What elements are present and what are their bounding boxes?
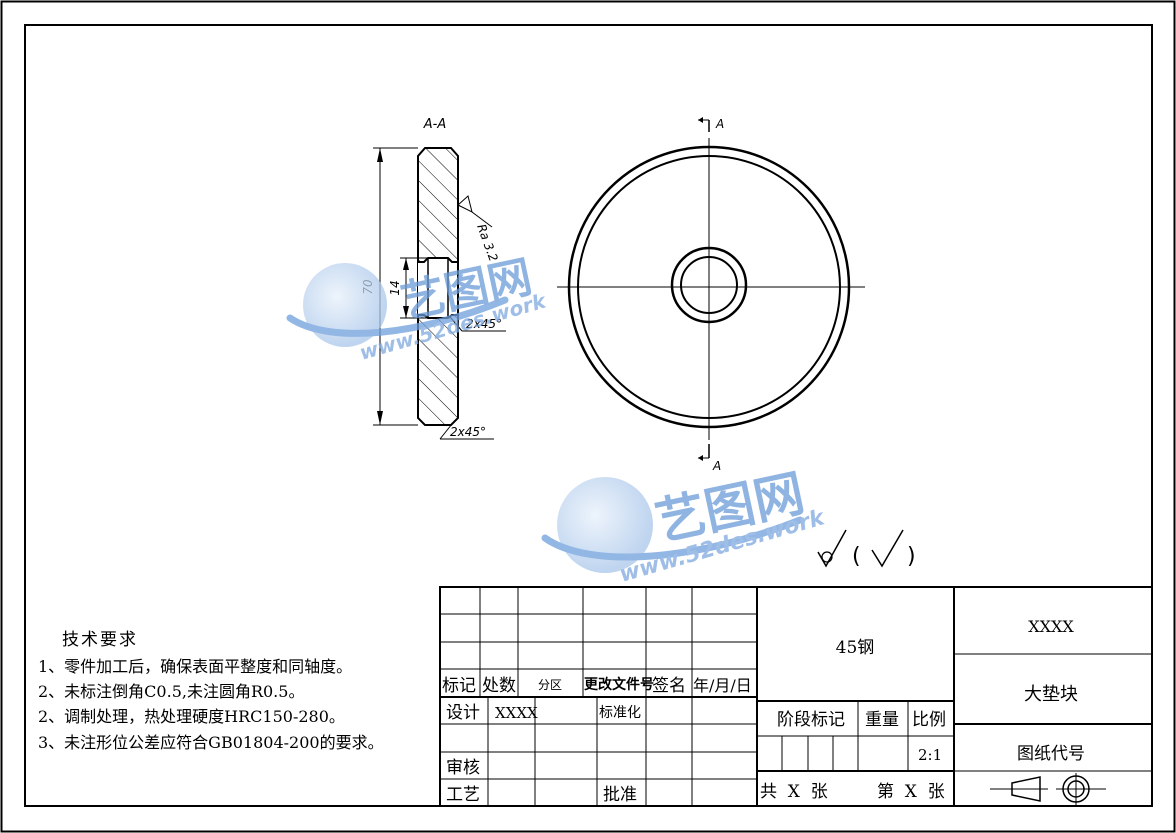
tb-date: 年/月/日 xyxy=(693,676,752,695)
cut-label-top: A xyxy=(715,117,724,131)
dim-inner-diameter: 14 xyxy=(388,280,402,295)
tb-sheet-no: 第 X 张 xyxy=(877,782,945,802)
tb-sheets-total: 共 X 张 xyxy=(760,782,828,802)
tech-req-item: 3、未注形位公差应符合GB01804-200的要求。 xyxy=(38,733,384,752)
section-view: A-A 70 14 2x45° 2x45° xyxy=(361,117,506,440)
cut-label-bottom: A xyxy=(712,459,721,473)
tech-requirements: 技术要求 1、零件加工后，确保表面平整度和同轴度。 2、未标注倒角C0.5,未注… xyxy=(38,630,384,752)
tb-standardize: 标准化 xyxy=(599,705,641,721)
dim-chamfer-outer: 2x45° xyxy=(450,425,486,439)
check-mark-icon-2 xyxy=(871,529,904,568)
tb-mark: 标记 xyxy=(442,676,476,696)
tb-weight: 重量 xyxy=(865,710,899,730)
roughness-symbol xyxy=(457,195,473,213)
projection-symbol-icon xyxy=(990,773,1106,805)
section-hatch-upper xyxy=(418,148,458,262)
title-block-text: 标记 处数 分区 更改文件号 签名 年/月/日 设计 XXXX 标准化 审核 工… xyxy=(442,617,1085,805)
tb-signature: 签名 xyxy=(652,676,686,696)
tb-change-doc: 更改文件号 xyxy=(584,676,654,693)
tech-req-item: 2、未标注倒角C0.5,未注圆角R0.5。 xyxy=(38,682,304,701)
check-mark-icon xyxy=(817,529,847,568)
tech-req-title: 技术要求 xyxy=(62,630,138,650)
tech-req-item: 2、调制处理，热处理硬度HRC150-280。 xyxy=(38,707,345,726)
tb-company: XXXX xyxy=(1028,617,1074,636)
section-label: A-A xyxy=(423,117,446,132)
tb-review: 审核 xyxy=(446,758,480,778)
tb-quantity: 处数 xyxy=(482,676,516,696)
tb-process: 工艺 xyxy=(446,785,480,805)
tb-material: 45钢 xyxy=(836,638,875,658)
front-view: A A xyxy=(557,117,865,473)
tb-part-name: 大垫块 xyxy=(1024,684,1078,705)
section-hatch-lower xyxy=(418,315,458,425)
tb-scale: 比例 xyxy=(912,710,946,730)
tb-scale-value: 2:1 xyxy=(918,746,942,764)
surface-note-close: ) xyxy=(907,544,916,569)
surface-note: ( ) xyxy=(817,529,916,569)
watermark-globe-icon-2 xyxy=(557,477,653,573)
tech-req-item: 1、零件加工后，确保表面平整度和同轴度。 xyxy=(38,657,352,676)
tb-designer: XXXX xyxy=(495,704,538,722)
tb-design: 设计 xyxy=(446,703,480,723)
watermark-logo-2: 艺图网 www.52des.work xyxy=(541,463,828,588)
watermark-globe-icon xyxy=(303,263,387,347)
tb-approve: 批准 xyxy=(603,785,637,805)
tb-stage-mark: 阶段标记 xyxy=(777,710,845,730)
dim-chamfer-inner: 2x45° xyxy=(466,317,502,331)
surface-note-open: ( xyxy=(852,544,861,569)
tb-zone: 分区 xyxy=(538,678,562,692)
title-block xyxy=(439,586,1153,807)
tb-drawing-code: 图纸代号 xyxy=(1017,744,1085,764)
